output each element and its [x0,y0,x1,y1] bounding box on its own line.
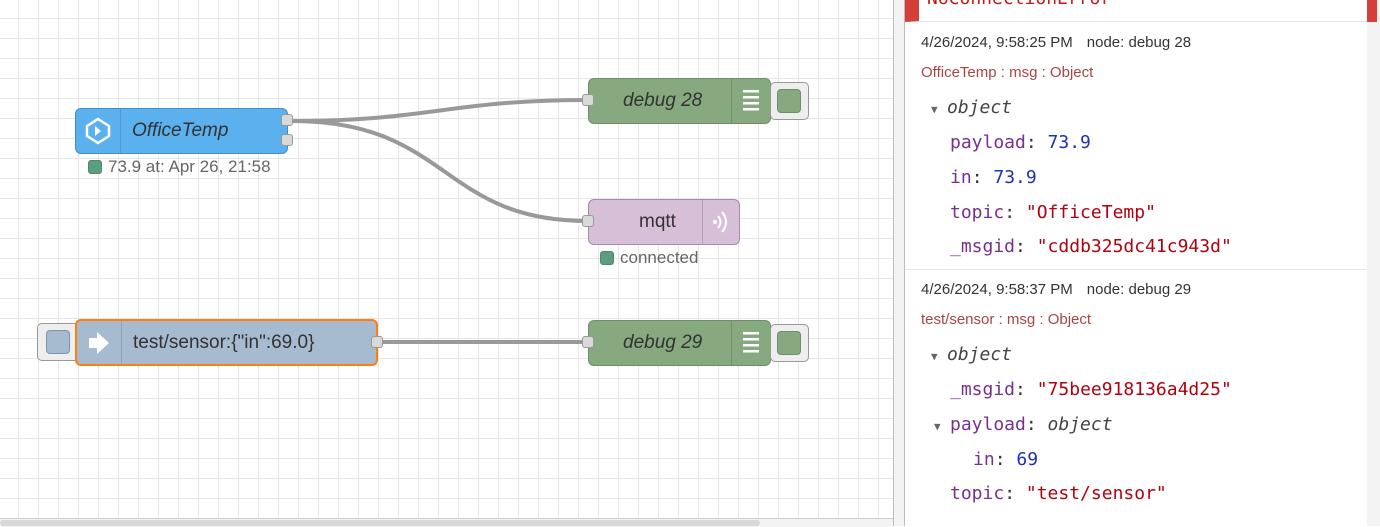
debug-list-icon [743,90,759,111]
node-inject-trigger-button[interactable] [37,323,81,361]
caret-down-icon: ▼ [931,103,938,116]
node-debug29-toggle-button[interactable] [770,324,809,362]
debug28-toggle-icon [777,89,801,113]
debug29-toggle-icon [777,331,801,355]
node-officetemp-icon-area [76,109,121,153]
node-debug28-icon-area [731,79,770,123]
node-officetemp-label: OfficeTemp [132,120,229,141]
node-debug28-label: debug 28 [623,90,703,111]
node-debug28-toggle-button[interactable] [770,82,809,120]
debug-list-icon [743,332,759,353]
bridge-wireless-icon [713,211,727,233]
debug-tree-prop: in: 73.9 [950,167,1037,188]
node-debug29-label: debug 29 [623,332,703,353]
debug-tree-root[interactable]: ▼object [931,97,1013,118]
debug-sidebar: NoConnectionError 4/26/2024, 9:58:25 PM n… [905,0,1367,526]
debug-tree-prop: _msgid: "cddb325dc41c943d" [950,236,1232,257]
node-mqtt-label: mqtt [639,211,676,232]
sidebar-splitter[interactable] [893,0,905,526]
node-officetemp-status: 73.9 at: Apr 26, 21:58 [88,157,271,177]
wire-officetemp-mqtt [291,119,589,223]
debug-message-timestamp: 4/26/2024, 9:58:25 PM [921,34,1073,51]
wire-officetemp-debug28 [291,98,589,123]
node-inject-label: test/sensor:{"in":69.0} [133,331,315,353]
status-dot-icon [600,251,614,265]
node-mqtt-input-port[interactable] [582,215,594,227]
caret-down-icon: ▼ [934,420,941,433]
node-officetemp-output-port-2[interactable] [281,134,293,146]
node-debug29[interactable]: debug 29 [588,320,771,366]
debug-tree-prop: _msgid: "75bee918136a4d25" [950,379,1232,400]
debug-tree-prop: payload: 73.9 [950,132,1091,153]
flow-canvas[interactable]: OfficeTemp 73.9 at: Apr 26, 21:58 debug … [0,0,893,518]
status-dot-icon [88,160,102,174]
node-inject-icon-area [77,321,122,364]
node-debug29-input-port[interactable] [582,336,594,348]
inject-trigger-icon [46,330,70,354]
homekit-icon [85,117,111,145]
debug-tree-root[interactable]: ▼object [931,344,1013,365]
node-mqtt-icon-area [702,200,739,244]
node-debug28[interactable]: debug 28 [588,78,771,124]
debug-message: 4/26/2024, 9:58:25 PM node: debug 28 Offi… [905,23,1367,270]
debug-tree-prop: in: 69 [973,449,1039,470]
node-mqtt[interactable]: mqtt [588,199,740,245]
node-debug28-input-port[interactable] [582,94,594,106]
node-inject-output-port[interactable] [371,336,383,348]
node-debug29-icon-area [731,321,770,365]
debug-message: 4/26/2024, 9:58:37 PM node: debug 29 test… [905,270,1367,526]
debug-tree-prop: topic: "test/sensor" [950,483,1167,504]
canvas-horizontal-scrollbar[interactable] [0,518,893,527]
sidebar-scrollbar[interactable] [1367,0,1380,526]
node-officetemp-output-port-1[interactable] [281,114,293,126]
debug-message-topic: test/sensor : msg : Object [921,311,1092,328]
wires [291,98,589,344]
node-mqtt-status-text: connected [620,248,699,267]
node-officetemp-status-text: 73.9 at: Apr 26, 21:58 [108,157,271,176]
debug-message-node-link[interactable]: node: debug 29 [1086,281,1192,298]
debug-message-meta: 4/26/2024, 9:58:37 PM node: debug 29 [921,281,1191,298]
node-officetemp[interactable]: OfficeTemp [75,108,288,154]
debug-message-meta: 4/26/2024, 9:58:25 PM node: debug 28 [921,34,1191,51]
node-inject[interactable]: test/sensor:{"in":69.0} [75,319,378,366]
debug-message-topic: OfficeTemp : msg : Object [921,64,1094,81]
debug-error-message: NoConnectionError [905,0,1367,22]
caret-down-icon: ▼ [931,350,938,363]
debug-tree-prop: topic: "OfficeTemp" [950,202,1156,223]
arrow-right-icon [89,331,109,354]
debug-error-text: NoConnectionError [927,0,1111,9]
node-mqtt-status: connected [600,248,698,268]
debug-message-timestamp: 4/26/2024, 9:58:37 PM [921,281,1073,298]
debug-message-node-link[interactable]: node: debug 28 [1086,34,1192,51]
debug-tree-prop-expandable[interactable]: ▼payload: object [934,414,1113,435]
